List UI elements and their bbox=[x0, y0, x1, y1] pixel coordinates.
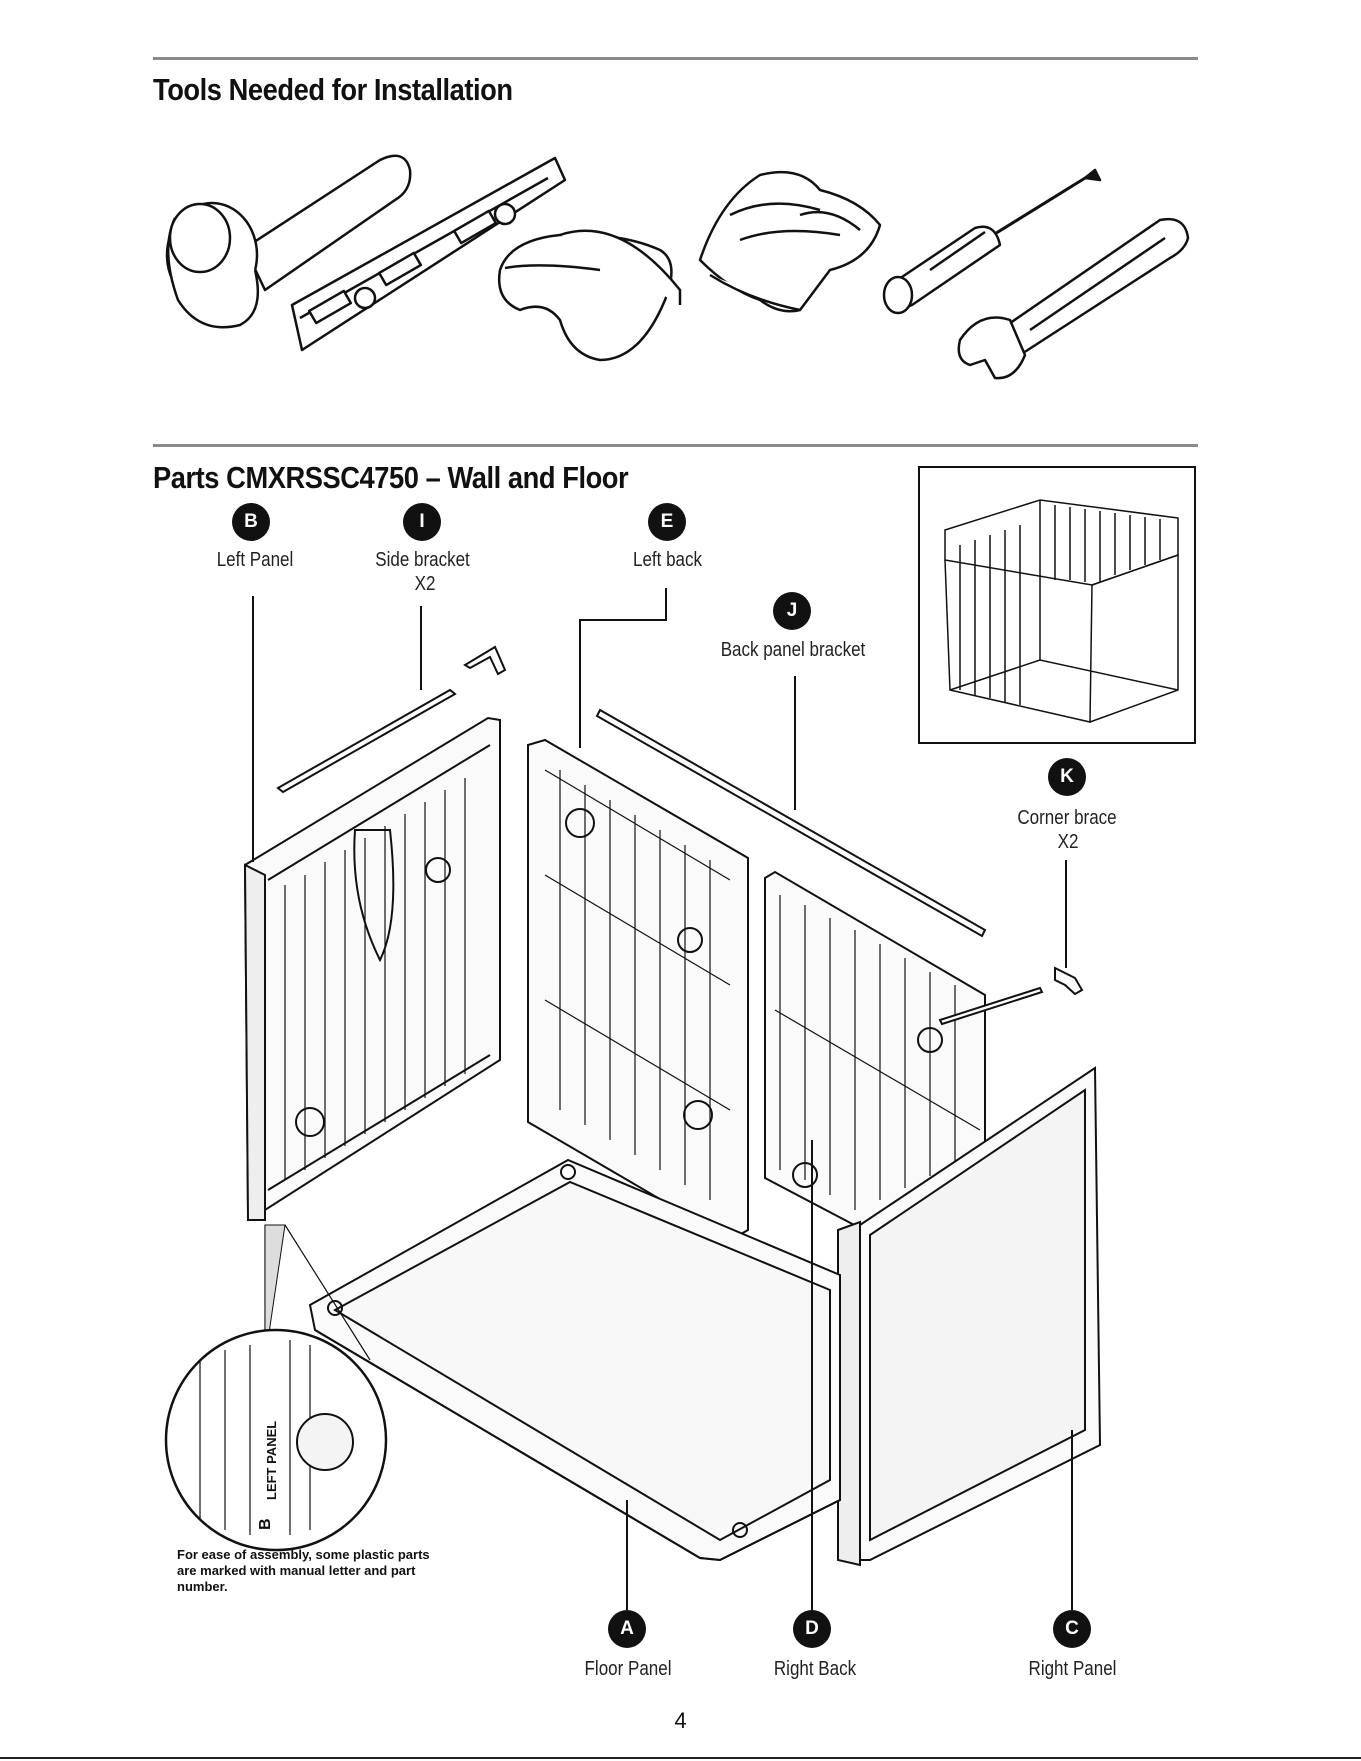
part-label-left-back: Left back bbox=[619, 548, 717, 572]
part-badge-c: C bbox=[1053, 1610, 1091, 1648]
part-badge-b: B bbox=[232, 503, 270, 541]
left-panel-drawing bbox=[245, 718, 500, 1220]
detail-marking-text: LEFT PANEL bbox=[264, 1421, 279, 1500]
detail-magnifier bbox=[166, 1225, 386, 1550]
part-label-corner-brace: Corner brace bbox=[1012, 806, 1123, 830]
detail-marking-letter: B bbox=[257, 1518, 274, 1530]
part-label-left-panel: Left Panel bbox=[200, 548, 311, 572]
part-label-right-panel: Right Panel bbox=[1019, 1657, 1125, 1681]
assembled-box-drawing bbox=[945, 500, 1178, 722]
part-qty-side-bracket: X2 bbox=[408, 572, 442, 596]
part-badge-d: D bbox=[793, 1610, 831, 1648]
part-badge-j: J bbox=[773, 592, 811, 630]
part-badge-i: I bbox=[403, 503, 441, 541]
page-number: 4 bbox=[0, 1708, 1361, 1734]
part-qty-corner-brace: X2 bbox=[1051, 830, 1085, 854]
part-badge-a: A bbox=[608, 1610, 646, 1648]
part-label-floor-panel: Floor Panel bbox=[577, 1657, 679, 1681]
part-badge-k: K bbox=[1048, 758, 1086, 796]
part-label-right-back: Right Back bbox=[764, 1657, 866, 1681]
part-label-back-panel-bracket: Back panel bracket bbox=[712, 638, 874, 662]
part-label-side-bracket: Side bracket bbox=[365, 548, 480, 572]
bottom-rule bbox=[0, 1757, 1361, 1759]
part-badge-e: E bbox=[648, 503, 686, 541]
marking-note: For ease of assembly, some plastic parts… bbox=[177, 1547, 437, 1595]
floor-panel-drawing bbox=[310, 1160, 840, 1560]
